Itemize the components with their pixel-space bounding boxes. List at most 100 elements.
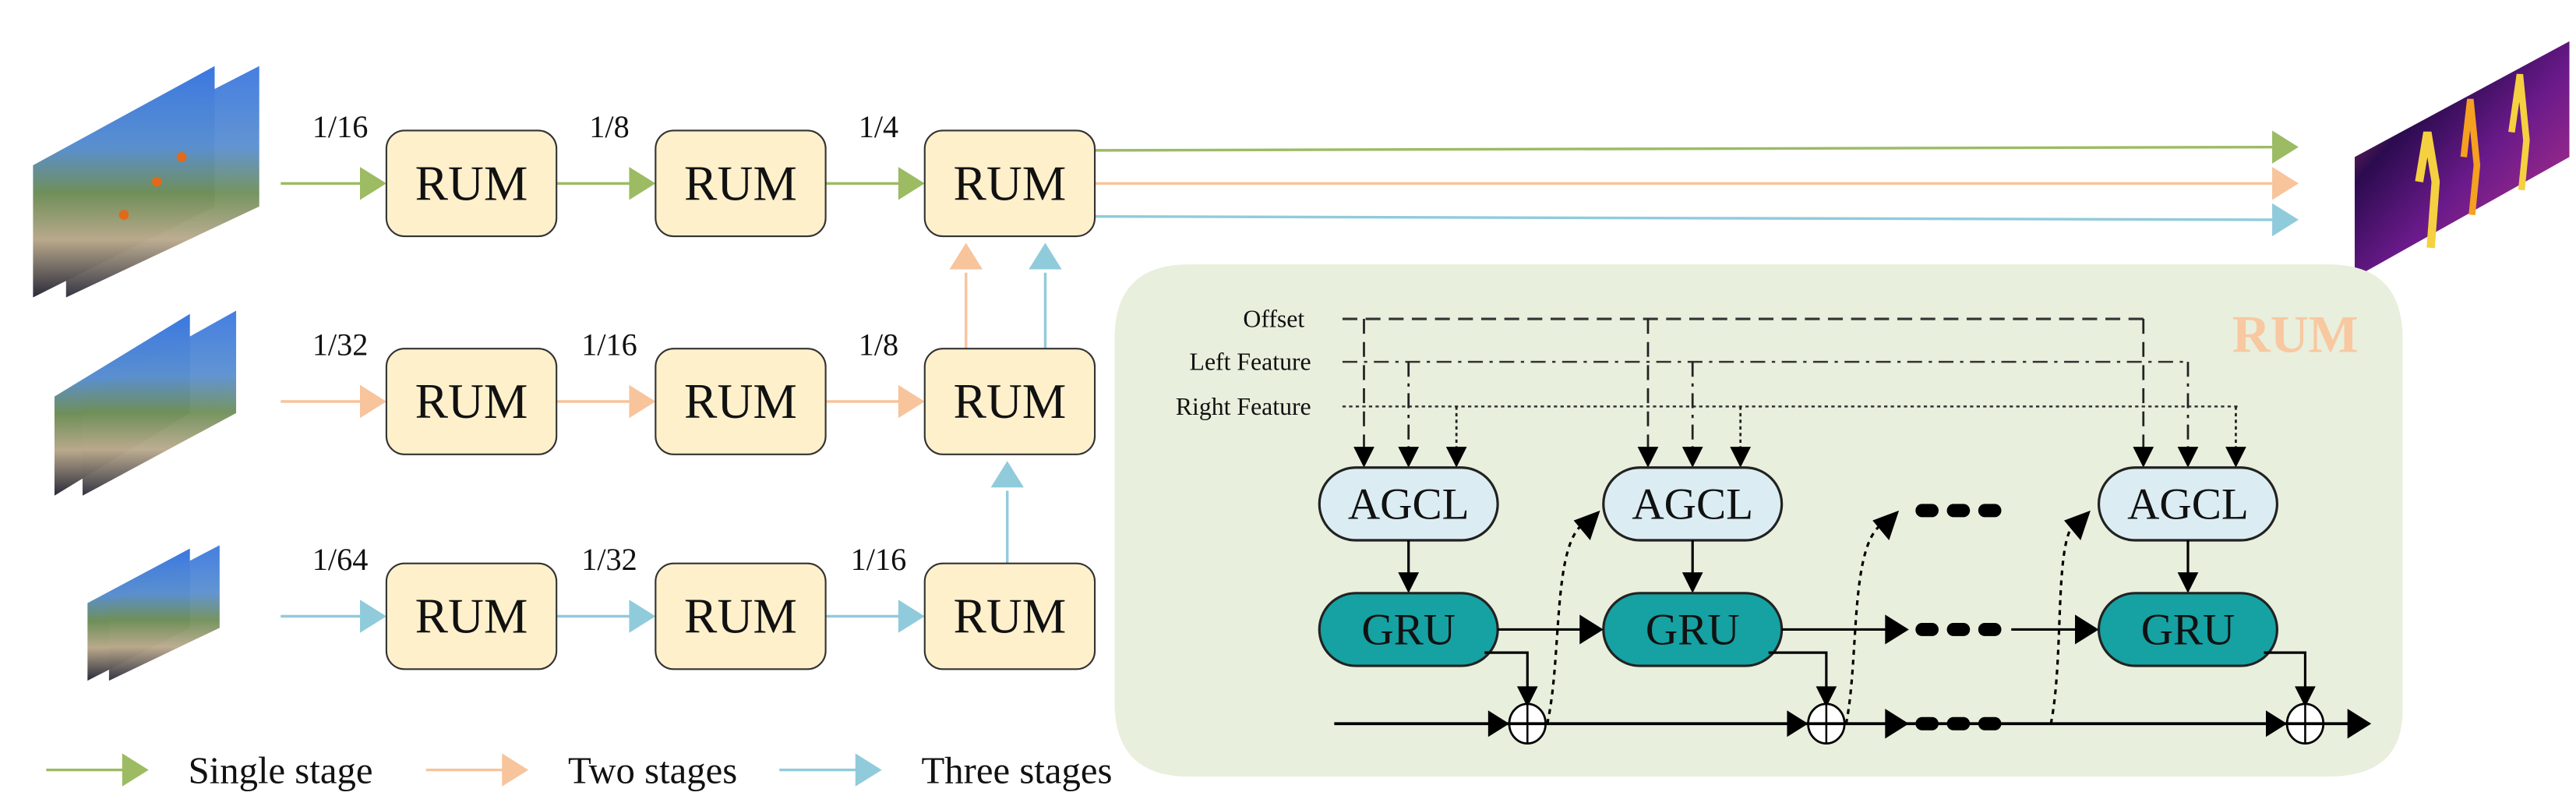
input-image-right <box>82 310 237 496</box>
input-images-row-2 <box>54 310 237 496</box>
arrow-right-icon <box>2075 614 2099 645</box>
agcl-label: AGCL <box>1632 479 1753 529</box>
iteration-1: AGCL GRU <box>1318 319 1547 745</box>
rum-box <box>385 129 558 238</box>
flow-arrow-icon <box>898 167 925 200</box>
rum-module-r2-c2: RUM <box>655 348 827 455</box>
input-image-right <box>108 545 220 681</box>
flow-arrow-icon <box>629 167 656 200</box>
scale-label: 1/64 <box>312 542 369 577</box>
connector-line <box>1484 651 1529 688</box>
gru-label: GRU <box>1361 606 1456 655</box>
left-feature-label: Left Feature <box>1190 348 1311 376</box>
scale-label: 1/16 <box>851 542 907 577</box>
flow-arrow-icon <box>359 167 386 200</box>
arrow-down-icon <box>2295 686 2316 708</box>
offset-label: Offset <box>1243 306 1304 333</box>
rum-label: RUM <box>953 373 1066 429</box>
legend-item-1: Single stage <box>46 750 372 792</box>
rum-label: RUM <box>415 589 528 644</box>
arrow-down-icon <box>2225 447 2246 468</box>
rum-module-r1-c2: RUM <box>655 129 827 238</box>
rum-label: RUM <box>684 589 797 644</box>
right-feature-label: Right Feature <box>1176 393 1311 420</box>
gru-label: GRU <box>1646 606 1740 655</box>
arrow-down-icon <box>1681 572 1703 593</box>
rum-label: RUM <box>684 373 797 429</box>
gru-label: GRU <box>2141 606 2235 655</box>
arrow-head-icon <box>1573 510 1600 541</box>
arrow-head-icon <box>1872 510 1900 541</box>
arrow-down-icon <box>1398 572 1420 593</box>
arrow-head-icon <box>2064 510 2091 541</box>
agcl-label: AGCL <box>2127 479 2249 529</box>
iteration-columns: AGCL GRU AGCL GRU AGCL GRU <box>1318 319 2372 745</box>
connector-line <box>2264 651 2307 688</box>
flow-arrow-icon <box>898 384 925 419</box>
feedback-line <box>1546 522 1585 724</box>
scale-label: 1/8 <box>589 109 629 144</box>
ellipsis-icon <box>1915 504 2002 518</box>
rum-module-r1-c1: RUM <box>385 129 558 238</box>
arrow-down-icon <box>1398 447 1420 468</box>
feedback-line <box>1844 522 1883 724</box>
rum-label: RUM <box>415 155 528 210</box>
legend-item-3: Three stages <box>779 750 1112 792</box>
rum-grid: RUM1/16RUM1/8RUM1/4RUM1/32RUM1/16RUM1/8R… <box>312 109 1096 670</box>
flow-arrow-icon <box>898 600 925 633</box>
rum-box <box>655 129 827 238</box>
arrow-right-icon <box>1579 614 1604 645</box>
arrow-down-icon <box>1353 447 1374 468</box>
arrow-down-icon <box>2177 572 2199 593</box>
flow-arrow-icon <box>990 461 1024 488</box>
connector-line <box>1768 651 1828 688</box>
legend-label: Two stages <box>568 750 737 792</box>
output-arrow-icon <box>2272 167 2299 200</box>
rum-module-r3-c1: RUM <box>385 562 558 670</box>
input-images-row-1 <box>33 65 259 298</box>
scale-label: 1/4 <box>859 109 898 144</box>
arrow-down-icon <box>1730 447 1752 468</box>
rum-box <box>923 562 1096 670</box>
legend-item-2: Two stages <box>425 750 737 792</box>
input-image-right <box>65 65 259 298</box>
arrow-down-icon <box>2177 447 2199 468</box>
rum-module-r2-c1: RUM <box>385 348 558 455</box>
rum-module-r2-c3: RUM <box>923 348 1096 455</box>
rum-label: RUM <box>953 155 1066 210</box>
rum-panel-title: RUM <box>2232 305 2359 363</box>
flow-connections <box>281 130 2299 633</box>
legend-label: Single stage <box>189 750 373 792</box>
legend-arrow-icon <box>122 753 149 787</box>
rum-box <box>655 562 827 670</box>
arrow-down-icon <box>1637 447 1659 468</box>
input-images-row-3 <box>87 545 220 681</box>
arrow-down-icon <box>2133 447 2154 468</box>
scale-label: 1/32 <box>312 327 369 363</box>
output-line <box>1095 145 2273 152</box>
rum-label: RUM <box>684 155 797 210</box>
scale-label: 1/16 <box>312 109 369 144</box>
rum-label: RUM <box>953 589 1066 644</box>
scale-label: 1/16 <box>581 327 637 363</box>
flow-arrow-icon <box>1029 242 1062 270</box>
arrow-right-icon <box>1885 614 1909 645</box>
rum-label: RUM <box>415 373 528 429</box>
legend-arrow-icon <box>855 753 882 787</box>
output-line <box>1095 214 2273 221</box>
legend-arrow-icon <box>502 753 529 787</box>
rum-module-r1-c3: RUM <box>923 129 1096 238</box>
rum-box <box>655 348 827 455</box>
rum-box <box>385 562 558 670</box>
output-arrow-icon <box>2272 203 2299 237</box>
rum-module-r3-c2: RUM <box>655 562 827 670</box>
agcl-label: AGCL <box>1348 479 1470 529</box>
scale-label: 1/32 <box>581 542 637 577</box>
ellipsis-icon <box>1915 622 2002 636</box>
rum-detail-panel: RUM Offset Left Feature Right Feature AG… <box>1114 264 2403 777</box>
flow-arrow-icon <box>949 242 983 270</box>
flow-arrow-icon <box>629 384 656 419</box>
arrow-down-icon <box>1816 686 1837 708</box>
flow-arrow-icon <box>629 600 656 633</box>
